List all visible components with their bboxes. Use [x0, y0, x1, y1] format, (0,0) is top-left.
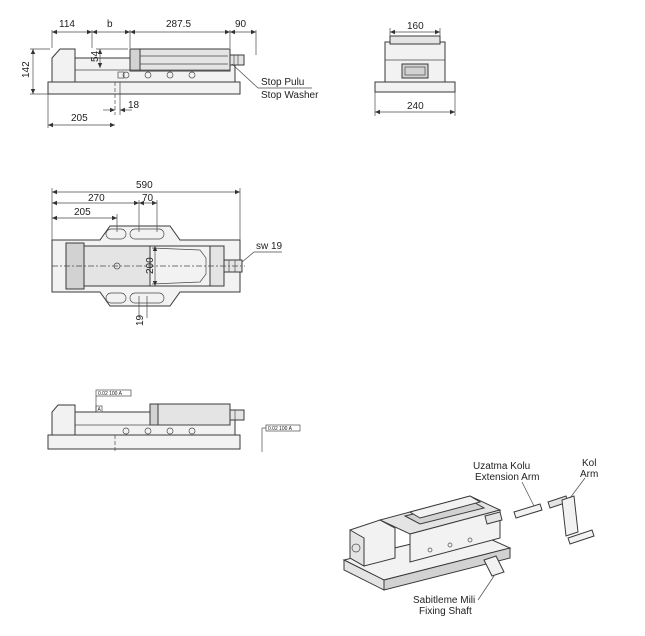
- label-uzatma-kolu: Uzatma Kolu: [473, 461, 530, 472]
- tol-frame-1: [95, 389, 132, 397]
- dim-114: 114: [59, 19, 75, 30]
- side-view: 160 240: [374, 21, 456, 116]
- tol-datum-a: [95, 405, 103, 413]
- dim-54: 54: [90, 50, 101, 62]
- dim-70: 70: [142, 193, 154, 204]
- front-fixed-jaw: [51, 48, 76, 83]
- dim-205-front: 205: [71, 113, 88, 124]
- dim-240: 240: [407, 101, 424, 112]
- dim-590: 590: [136, 180, 153, 191]
- label-kol: Kol: [582, 458, 596, 469]
- svg-text:0.02 100 A: 0.02 100 A: [268, 426, 293, 432]
- label-arm: Arm: [580, 469, 598, 480]
- isometric-view: Uzatma Kolu Extension Arm Kol Arm Sabitl…: [342, 458, 598, 617]
- label-stop-washer: Stop Washer: [261, 90, 319, 101]
- front-spindle: [229, 54, 245, 66]
- label-fixing-shaft: Fixing Shaft: [419, 606, 472, 617]
- front-moving-jaw: [129, 48, 231, 72]
- dim-200: 200: [145, 257, 156, 274]
- svg-text:A: A: [98, 407, 102, 413]
- side-jaw-pad: [401, 63, 429, 79]
- dim-270: 270: [88, 193, 105, 204]
- dim-b: b: [107, 19, 113, 30]
- iso-fixing-shaft: [483, 555, 505, 577]
- dim-160: 160: [407, 21, 424, 32]
- plan-view: 590 270 70 205 200 19 sw 19: [51, 180, 283, 326]
- side-base: [374, 81, 456, 93]
- dim-205-plan: 205: [74, 207, 91, 218]
- label-stop-pulu: Stop Pulu: [261, 77, 304, 88]
- front-view: 114 b 287.5 90 54 142 18 205 Stop Pulu S…: [21, 19, 319, 128]
- label-sw19: sw 19: [256, 241, 283, 252]
- tol-base: [47, 434, 241, 450]
- dim-19: 19: [135, 314, 146, 326]
- label-sabitleme-mili: Sabitleme Mili: [413, 595, 475, 606]
- dim-18: 18: [128, 100, 140, 111]
- dim-142: 142: [21, 61, 32, 78]
- front-base: [47, 81, 241, 95]
- tolerance-view: 0.02 100 A A 0.02 100 A: [47, 389, 301, 452]
- iso-extension-arm: [513, 503, 543, 519]
- svg-text:0.02 100 A: 0.02 100 A: [98, 391, 123, 397]
- dim-90: 90: [235, 19, 247, 30]
- label-extension-arm: Extension Arm: [475, 472, 539, 483]
- dim-287: 287.5: [166, 19, 191, 30]
